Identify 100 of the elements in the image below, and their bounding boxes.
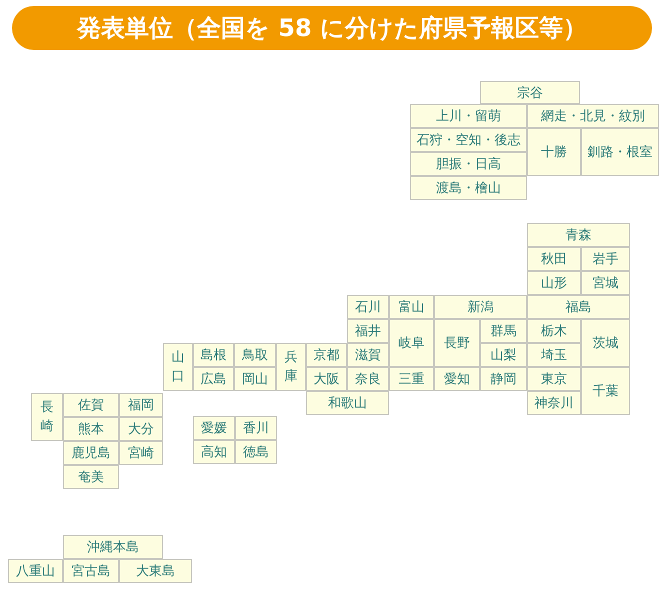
region-cell <box>119 393 163 417</box>
region-name: 兵庫 <box>284 348 298 386</box>
region-name: 茨城 <box>592 335 618 352</box>
region-cell <box>63 441 119 465</box>
region-name: 奈良 <box>355 371 381 388</box>
region-name: 胆振・日高 <box>436 156 501 173</box>
region-name: 新潟 <box>468 299 494 316</box>
region-name: 長崎 <box>40 398 54 436</box>
region-cell <box>480 367 527 391</box>
region-name: 和歌山 <box>328 395 367 412</box>
region-name: 埼玉 <box>541 347 567 364</box>
region-cell <box>410 176 527 200</box>
region-name: 石狩・空知・後志 <box>416 132 520 149</box>
region-name: 沖縄本島 <box>87 539 139 556</box>
region-name: 釧路・根室 <box>588 144 652 161</box>
region-name: 広島 <box>200 371 226 388</box>
region-name: 静岡 <box>490 371 516 388</box>
region-cell <box>434 367 480 391</box>
region-cell <box>119 559 192 583</box>
region-name: 大分 <box>128 421 154 438</box>
region-name: 石川 <box>355 299 381 316</box>
region-name: 大阪 <box>314 371 340 388</box>
region-name: 福島 <box>566 299 592 316</box>
region-cell <box>527 247 581 271</box>
region-name: 宮崎 <box>128 445 154 462</box>
region-cell <box>581 128 659 176</box>
region-cell <box>434 295 527 319</box>
region-name: 大東島 <box>136 563 175 580</box>
region-name: 富山 <box>398 299 424 316</box>
region-name: 奄美 <box>78 469 104 486</box>
region-name: 東京 <box>541 371 567 388</box>
region-cell <box>193 416 235 440</box>
region-name: 上川・留萌 <box>436 108 501 125</box>
region-cell <box>234 343 276 367</box>
region-name: 愛知 <box>444 371 470 388</box>
region-cell <box>410 152 527 176</box>
region-name: 島根 <box>200 347 226 364</box>
region-cell <box>31 393 63 441</box>
region-cell <box>63 535 163 559</box>
region-cell <box>527 104 659 128</box>
region-name: 徳島 <box>243 444 269 461</box>
region-cell <box>527 128 581 176</box>
region-name: 山梨 <box>490 347 516 364</box>
region-cell <box>581 319 630 367</box>
region-cell <box>63 393 119 417</box>
region-name: 渡島・檜山 <box>436 180 501 197</box>
region-name: 福井 <box>355 323 381 340</box>
region-name: 京都 <box>314 347 340 364</box>
region-cell <box>480 81 580 104</box>
region-name: 秋田 <box>541 251 567 268</box>
region-cell <box>527 319 581 343</box>
region-cell <box>347 367 389 391</box>
region-cell <box>480 319 527 343</box>
region-name: 鹿児島 <box>72 445 110 462</box>
region-name: 滋賀 <box>355 347 381 364</box>
region-name: 千葉 <box>592 383 618 400</box>
region-name: 岩手 <box>592 251 618 268</box>
region-name: 佐賀 <box>78 397 104 414</box>
region-cell <box>63 559 119 583</box>
region-cell <box>235 440 277 464</box>
region-cell <box>163 343 193 391</box>
region-cell <box>434 319 480 367</box>
region-cell <box>527 391 581 415</box>
region-name: 三重 <box>398 371 424 388</box>
title-banner: 発表単位（全国を 58 に分けた府県予報区等） <box>12 6 652 50</box>
region-name: 岐阜 <box>398 335 424 352</box>
region-name: 岡山 <box>242 371 268 388</box>
region-cell <box>235 416 277 440</box>
region-cell <box>480 343 527 367</box>
region-cell <box>527 295 630 319</box>
region-name: 宮古島 <box>72 563 110 580</box>
region-cell <box>306 367 347 391</box>
region-cell <box>119 417 163 441</box>
region-cell <box>63 465 119 489</box>
region-cell <box>410 128 527 152</box>
region-name: 宮城 <box>592 275 618 292</box>
region-name: 長野 <box>444 335 470 352</box>
region-cell <box>193 343 234 367</box>
region-cell <box>347 295 389 319</box>
region-cell <box>389 367 434 391</box>
region-name: 十勝 <box>541 144 567 161</box>
region-name: 愛媛 <box>201 420 227 437</box>
region-name: 福岡 <box>128 397 154 414</box>
region-cell <box>193 367 234 391</box>
region-name: 栃木 <box>541 323 567 340</box>
region-cell <box>234 367 276 391</box>
region-name: 鳥取 <box>242 347 268 364</box>
region-cell <box>389 319 434 367</box>
region-cell <box>347 343 389 367</box>
region-name: 熊本 <box>78 421 104 438</box>
region-name: 群馬 <box>490 323 516 340</box>
region-cell <box>581 247 630 271</box>
region-name: 山口 <box>172 348 184 386</box>
region-name: 神奈川 <box>534 395 574 412</box>
region-cell <box>119 441 163 465</box>
region-cell <box>527 223 630 247</box>
region-cell <box>193 440 235 464</box>
region-cell <box>527 271 581 295</box>
region-cell <box>276 343 306 391</box>
region-cell <box>410 104 527 128</box>
